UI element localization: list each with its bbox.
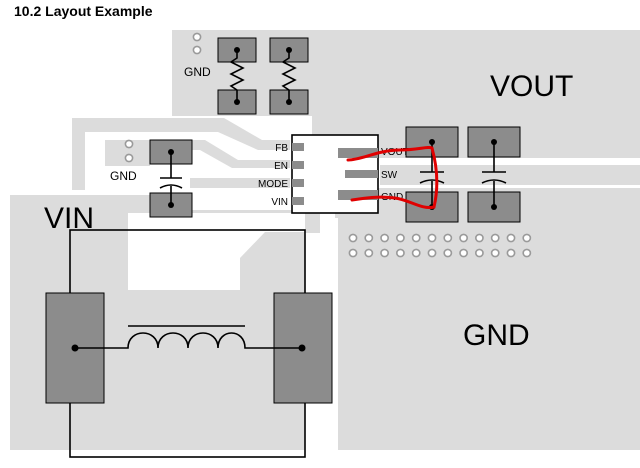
via (443, 233, 453, 243)
via (411, 233, 421, 243)
via-array (348, 233, 532, 258)
hot-loop-highlight (346, 145, 439, 210)
node-dot (168, 149, 174, 155)
via (474, 233, 484, 243)
gnd-label-top: GND (184, 65, 211, 79)
ic-pin-label-en: EN (274, 161, 288, 172)
via (506, 233, 516, 243)
via (474, 248, 484, 258)
node-dot (286, 47, 292, 53)
via (443, 248, 453, 258)
fb-trace (72, 118, 290, 190)
via (348, 248, 358, 258)
ic-pin-label-fb: FB (275, 143, 288, 154)
inductor (45, 229, 333, 458)
ic-pin (345, 170, 378, 178)
node-dot (234, 99, 240, 105)
via (395, 233, 405, 243)
output-capacitor-2 (467, 126, 521, 223)
via (124, 153, 134, 163)
ic-pin-label-mode: MODE (258, 179, 288, 190)
node-dot (491, 139, 497, 145)
via (490, 233, 500, 243)
gnd-label-left: GND (110, 169, 137, 183)
en-trace (180, 140, 290, 168)
inductor-keepout (128, 213, 305, 290)
vias (124, 32, 202, 163)
section-title: 10.2 Layout Example (14, 3, 153, 19)
resistor-1 (217, 37, 257, 115)
vout-label: VOUT (490, 70, 573, 103)
ic-pin (292, 197, 304, 205)
via (522, 233, 532, 243)
capacitor-plate (481, 179, 507, 184)
ic-pin (338, 148, 378, 158)
node-dot (298, 344, 306, 352)
node-dot (168, 202, 174, 208)
node-dot (429, 139, 435, 145)
resistor-symbol (281, 50, 297, 102)
mode-trace (190, 178, 290, 188)
via (364, 248, 374, 258)
gnd-plane-label: GND (463, 319, 530, 352)
ic-pin-label-sw: SW (381, 170, 398, 181)
via (124, 139, 134, 149)
via (427, 248, 437, 258)
ic-pin (292, 179, 304, 187)
via (490, 248, 500, 258)
via (364, 233, 374, 243)
ic-pin (292, 161, 304, 169)
via (380, 233, 389, 243)
node-dot (491, 204, 497, 210)
via (380, 248, 389, 258)
resistor-symbol (229, 50, 245, 102)
inductor-coil (75, 332, 302, 349)
vin-label: VIN (44, 202, 94, 235)
node-dot (234, 47, 240, 53)
via (459, 248, 468, 258)
sw-trace (380, 165, 640, 185)
via (192, 32, 202, 42)
node-dot (71, 344, 79, 352)
ic-pin (338, 190, 378, 200)
via (192, 45, 202, 55)
ic-pin (292, 143, 304, 151)
capacitor-left (149, 139, 193, 218)
ic-package: FB EN MODE VIN VOUT SW GND (258, 134, 409, 214)
capacitor-plate (159, 184, 183, 189)
via (427, 233, 437, 243)
ic-pin-label-vout: VOUT (381, 147, 409, 158)
via (506, 248, 516, 258)
via (411, 248, 421, 258)
via (348, 233, 358, 243)
node-dot (286, 99, 292, 105)
via (395, 248, 405, 258)
hot-loop-path (346, 145, 439, 210)
resistor-2 (269, 37, 309, 115)
via (459, 233, 468, 243)
via (522, 248, 532, 258)
ic-pin-label-vin: VIN (271, 197, 288, 208)
capacitor-plate (419, 179, 445, 184)
